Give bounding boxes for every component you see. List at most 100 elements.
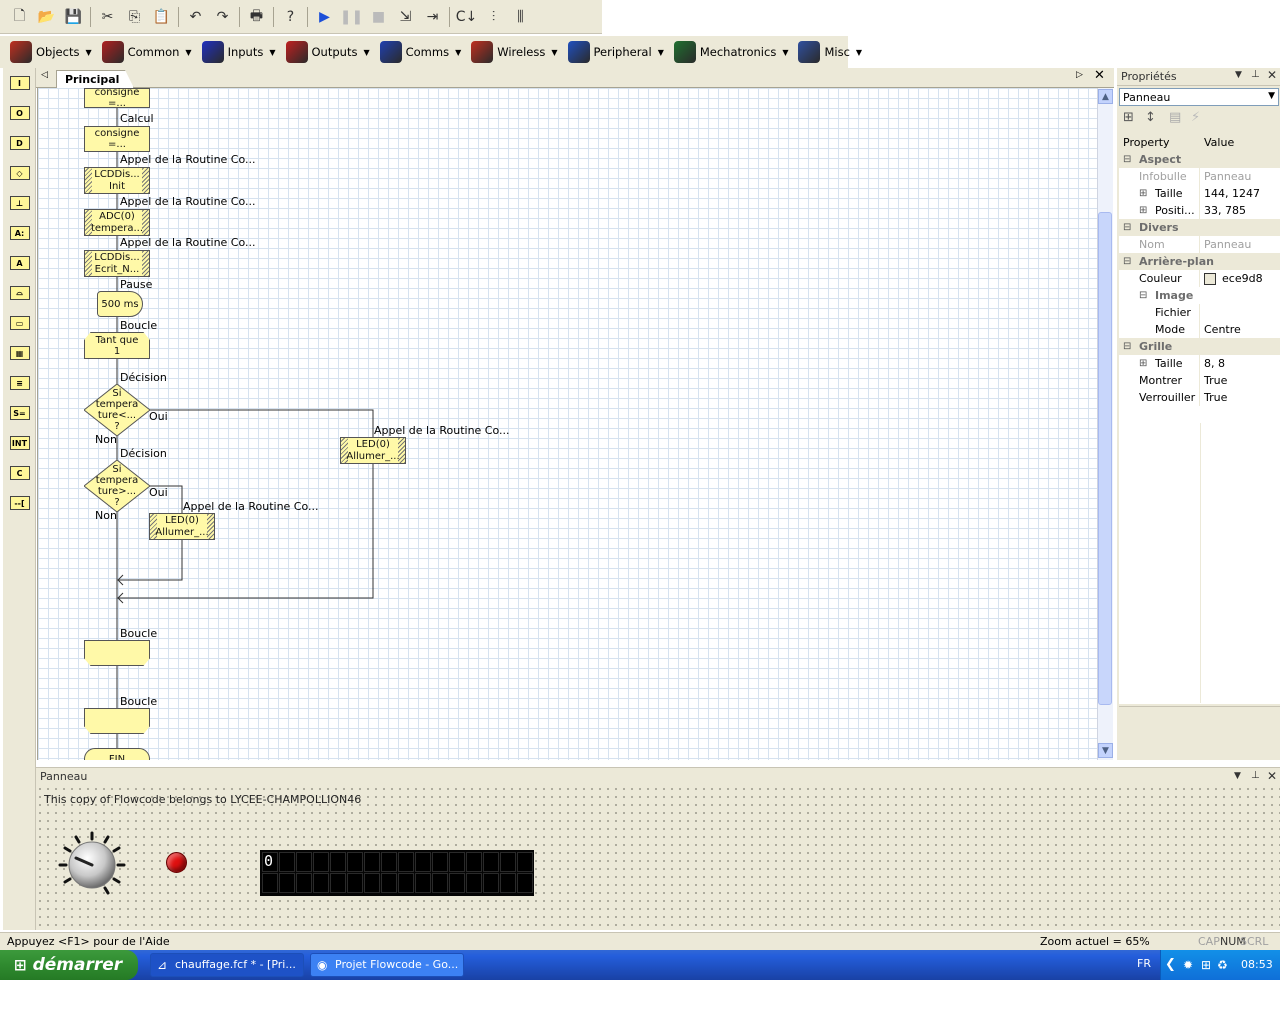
calc-block-1[interactable]: consigne =...	[84, 88, 150, 109]
pin-icon[interactable]: ⊥	[1251, 770, 1260, 781]
categorized-icon[interactable]: ⊞	[1123, 110, 1134, 125]
property-pages-icon[interactable]: ▤	[1169, 110, 1182, 125]
sync-icon[interactable]: ♻	[1217, 958, 1228, 972]
flowchart-icon-8[interactable]: ▭	[3, 308, 36, 338]
stop-icon[interactable]: ■	[371, 8, 386, 25]
end-block[interactable]: FIN	[84, 748, 150, 760]
category-arriere-plan[interactable]: ⊟Arrière-plan	[1119, 253, 1280, 270]
color-swatch[interactable]	[1204, 272, 1216, 285]
tab-left-arrow-icon[interactable]: ◁	[41, 70, 48, 80]
flowchart-icon-10[interactable]: ≡	[3, 368, 36, 398]
flowchart-icon-12[interactable]: INT	[3, 428, 36, 458]
step-into-icon[interactable]: ⇲	[399, 8, 412, 25]
expand-icon[interactable]: ⊞	[1139, 205, 1148, 216]
tray-back-icon[interactable]: ❮	[1165, 957, 1176, 972]
component-menu-wireless[interactable]: Wireless▼	[471, 41, 558, 63]
loop-end-block-2[interactable]	[84, 708, 150, 734]
taskbar-item-flowcode[interactable]: ⊿ chauffage.fcf * - [Pri...	[150, 953, 304, 977]
object-selector[interactable]: Panneau ▼	[1119, 88, 1279, 106]
macro-block-lcd-write[interactable]: LCDDis...Ecrit_N...	[84, 250, 150, 277]
expand-icon[interactable]: ⊞	[1139, 188, 1148, 199]
chevron-down-icon[interactable]: ▼	[1268, 91, 1275, 101]
scroll-up-icon[interactable]: ▲	[1098, 89, 1113, 104]
language-indicator[interactable]: FR	[1137, 957, 1151, 970]
macro-block-led-on-2[interactable]: LED(0)Allumer_...	[149, 513, 215, 540]
chip-icon[interactable]: ⫶	[491, 8, 496, 25]
network-icon[interactable]: ⊞	[1201, 958, 1212, 972]
calc-block-2[interactable]: consigne =...	[84, 126, 150, 152]
sort-alpha-icon[interactable]: ↕	[1145, 110, 1156, 125]
pin-icon[interactable]: ⊥	[1251, 69, 1260, 80]
pause-icon[interactable]: ❚❚	[339, 8, 364, 25]
flowchart-icon-4[interactable]: ⊥	[3, 188, 36, 218]
loop-end-block[interactable]	[84, 640, 150, 666]
save-icon[interactable]: 💾	[64, 8, 83, 25]
run-icon[interactable]: ▶	[319, 8, 330, 25]
flowchart-icon-11[interactable]: S=	[3, 398, 36, 428]
component-menu-mechatronics[interactable]: Mechatronics▼	[673, 41, 788, 63]
prop-row-position[interactable]: ⊞Positi...33, 785	[1119, 202, 1280, 219]
collapse-icon[interactable]: ⊟	[1123, 256, 1132, 267]
scroll-down-icon[interactable]: ▼	[1098, 743, 1113, 758]
flowchart-icon-0[interactable]: I	[3, 68, 36, 98]
component-menu-objects[interactable]: Objects▼	[10, 41, 92, 63]
print-icon[interactable]: 🖶	[249, 7, 264, 24]
flowchart-icon-2[interactable]: D	[3, 128, 36, 158]
led-indicator[interactable]	[166, 852, 187, 873]
flowchart-icon-13[interactable]: C	[3, 458, 36, 488]
flowchart-icon-5[interactable]: A:	[3, 218, 36, 248]
download-chip-icon[interactable]: ⫼	[517, 8, 524, 25]
close-icon[interactable]: ✕	[1267, 68, 1278, 82]
collapse-icon[interactable]: ⊟	[1123, 154, 1132, 165]
collapse-icon[interactable]: ⊟	[1123, 341, 1132, 352]
compile-icon[interactable]: C↓	[455, 8, 478, 25]
tab-right-arrow-icon[interactable]: ▷	[1076, 70, 1083, 80]
component-menu-outputs[interactable]: Outputs▼	[285, 41, 370, 63]
flowchart-icon-6[interactable]: A	[3, 248, 36, 278]
copy-icon[interactable]: ⎘	[128, 8, 141, 25]
prop-row-image[interactable]: ⊟Image	[1119, 287, 1280, 304]
close-icon[interactable]: ✕	[1267, 769, 1278, 783]
cut-icon[interactable]: ✂	[101, 8, 114, 25]
events-icon[interactable]: ⚡	[1191, 110, 1201, 125]
flowchart-icon-14[interactable]: --[	[3, 488, 36, 518]
macro-block-lcd-init[interactable]: LCDDis...Init	[84, 167, 150, 194]
step-over-icon[interactable]: ⇥	[426, 8, 439, 25]
component-menu-peripheral[interactable]: Peripheral▼	[567, 41, 664, 63]
redo-icon[interactable]: ↷	[216, 8, 229, 25]
start-button[interactable]: ⊞ démarrer	[0, 950, 138, 980]
panel-menu-icon[interactable]: ▼	[1234, 771, 1241, 781]
paste-icon[interactable]: 📋	[152, 8, 171, 25]
delay-block[interactable]: 500 ms	[97, 291, 143, 317]
component-menu-comms[interactable]: Comms▼	[379, 41, 461, 63]
tab-close-icon[interactable]: ✕	[1094, 68, 1105, 83]
taskbar-item-chrome[interactable]: ◉ Projet Flowcode - Go...	[310, 953, 464, 977]
category-aspect[interactable]: ⊟Aspect	[1119, 151, 1280, 168]
flowchart-icon-7[interactable]: ⌓	[3, 278, 36, 308]
new-file-icon[interactable]: 🗋	[13, 7, 26, 24]
component-menu-inputs[interactable]: Inputs▼	[201, 41, 276, 63]
undo-icon[interactable]: ↶	[189, 8, 202, 25]
help-icon[interactable]: ?	[286, 8, 295, 25]
panel-menu-icon[interactable]: ▼	[1235, 70, 1242, 80]
component-menu-misc[interactable]: Misc▼	[798, 41, 862, 63]
macro-block-led-on-1[interactable]: LED(0)Allumer_...	[340, 437, 406, 464]
scroll-thumb[interactable]	[1098, 212, 1112, 705]
collapse-icon[interactable]: ⊟	[1123, 222, 1132, 233]
flowchart-icon-9[interactable]: ▦	[3, 338, 36, 368]
prop-row-fichier[interactable]: Fichier	[1119, 304, 1280, 321]
tray-app-icon[interactable]: ✹	[1183, 958, 1194, 972]
flowchart-canvas[interactable]: consigne =... Calcul consigne =... Appel…	[37, 88, 1097, 760]
expand-icon[interactable]: ⊞	[1139, 358, 1148, 369]
tab-principal[interactable]: Principal	[56, 70, 135, 89]
category-grille[interactable]: ⊟Grille	[1119, 338, 1280, 355]
